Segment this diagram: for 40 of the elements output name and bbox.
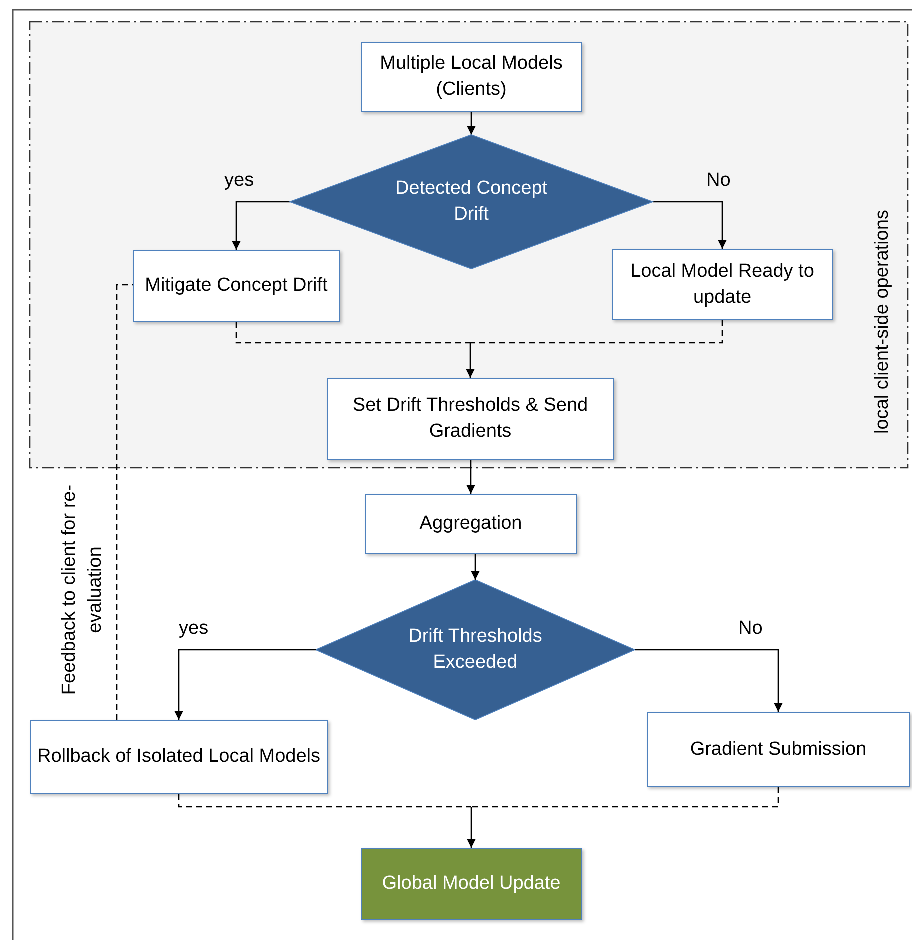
process-box	[647, 712, 910, 787]
node-label: Set Drift Thresholds & Send Gradients	[352, 394, 590, 444]
dashed-connector	[116, 284, 133, 720]
node-label: Rollback of Isolated Local Models	[36, 745, 322, 769]
edge-label: yes	[179, 618, 209, 640]
node-label: Multiple Local Models (Clients)	[379, 52, 564, 102]
arrow	[232, 201, 290, 250]
arrow	[174, 649, 316, 720]
arrow	[466, 460, 476, 494]
terminal-box	[361, 848, 582, 920]
process-box	[133, 250, 340, 322]
dashed-connector	[472, 787, 780, 808]
edge-label: Feedback to client for re-evaluation	[58, 484, 107, 698]
region-label: local client-side operations	[871, 209, 894, 436]
dashed-connector	[178, 794, 472, 808]
process-box	[361, 42, 582, 112]
dashed-connector	[236, 322, 470, 344]
edge-label: No	[706, 170, 731, 192]
process-box	[327, 378, 614, 460]
process-box	[30, 720, 328, 794]
node-label: Aggregation	[418, 512, 524, 536]
arrow	[470, 554, 480, 580]
dashed-connector	[470, 320, 724, 344]
arrow	[466, 807, 476, 848]
dashed-region	[30, 22, 908, 468]
arrow	[635, 649, 784, 712]
node-label: Detected Concept Drift	[394, 177, 549, 227]
arrow	[466, 112, 476, 135]
node-label: Drift Thresholds Exceeded	[408, 625, 544, 675]
edge-label: No	[738, 618, 763, 640]
node-label: Mitigate Concept Drift	[144, 274, 329, 298]
arrow	[466, 343, 476, 378]
decision-diamond	[316, 580, 635, 720]
node-label: Global Model Update	[381, 872, 562, 896]
node-label: Gradient Submission	[689, 738, 868, 762]
edge-label: yes	[224, 170, 254, 192]
arrow	[653, 201, 728, 249]
process-box	[612, 249, 833, 320]
node-label: Local Model Ready to update	[630, 260, 816, 310]
process-box	[365, 494, 577, 554]
